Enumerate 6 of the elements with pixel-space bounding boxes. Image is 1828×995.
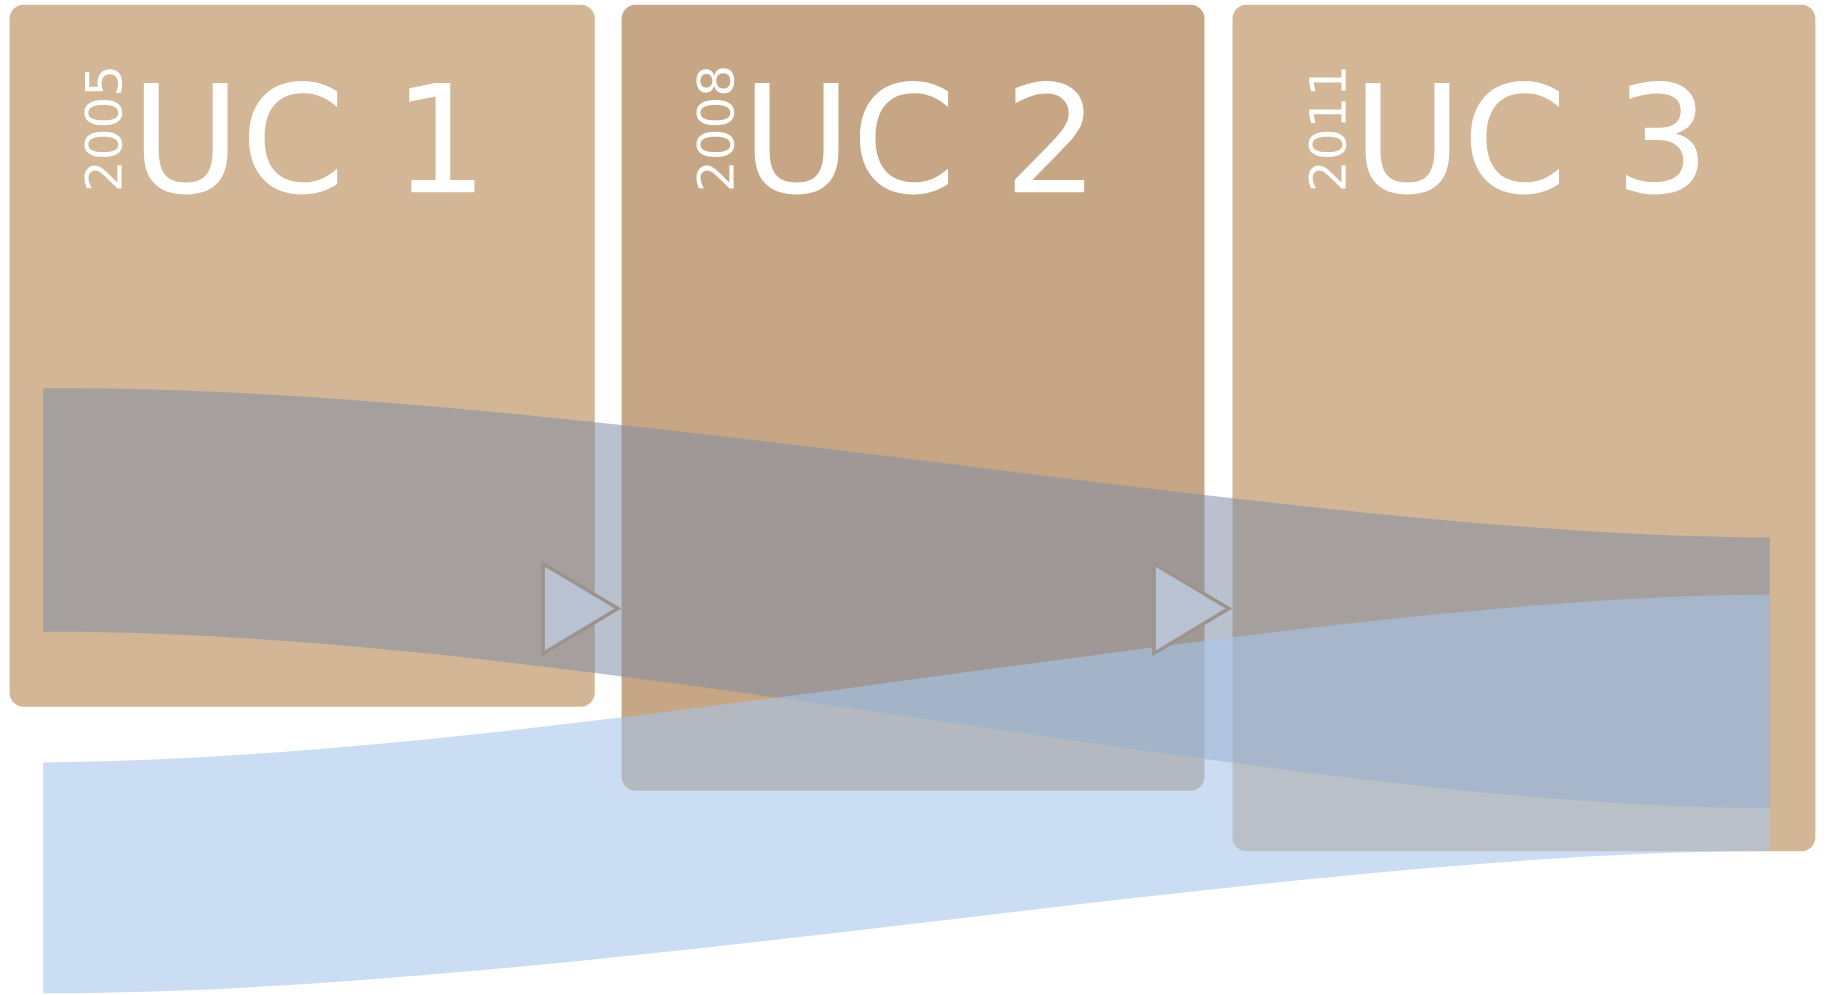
year-label: 2008 <box>696 68 735 189</box>
year-label: 2011 <box>1308 69 1347 189</box>
year-label: 2005 <box>84 69 123 189</box>
box-title: UC 1 <box>143 81 475 195</box>
box-title: UC 3 <box>1365 81 1699 195</box>
box-title: UC 2 <box>754 81 1085 195</box>
